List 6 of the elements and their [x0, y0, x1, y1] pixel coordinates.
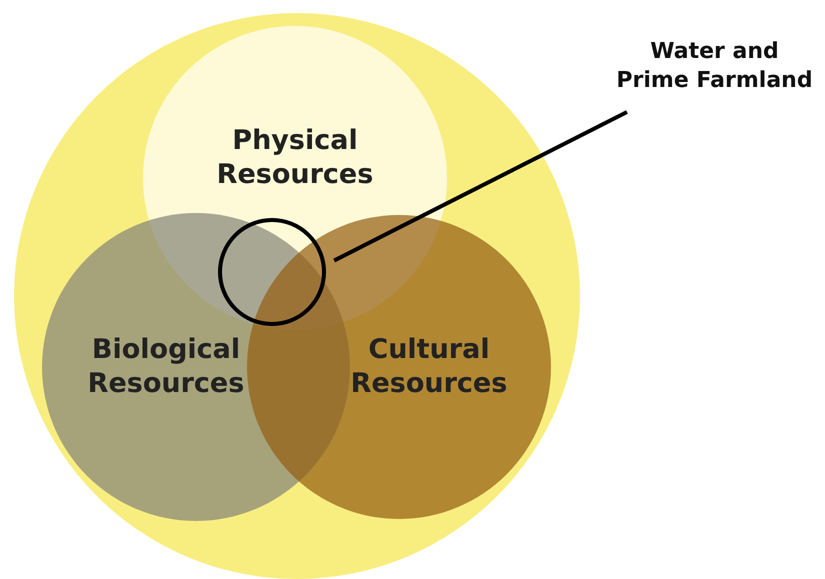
circle-label: Biological Resources — [86, 333, 246, 401]
circle-label: Physical Resources — [216, 124, 374, 192]
highlight-ring — [218, 218, 326, 326]
circle-label: Cultural Resources — [350, 333, 508, 401]
callout-label: Water and Prime Farmland — [612, 22, 817, 112]
leader-line — [333, 110, 628, 262]
